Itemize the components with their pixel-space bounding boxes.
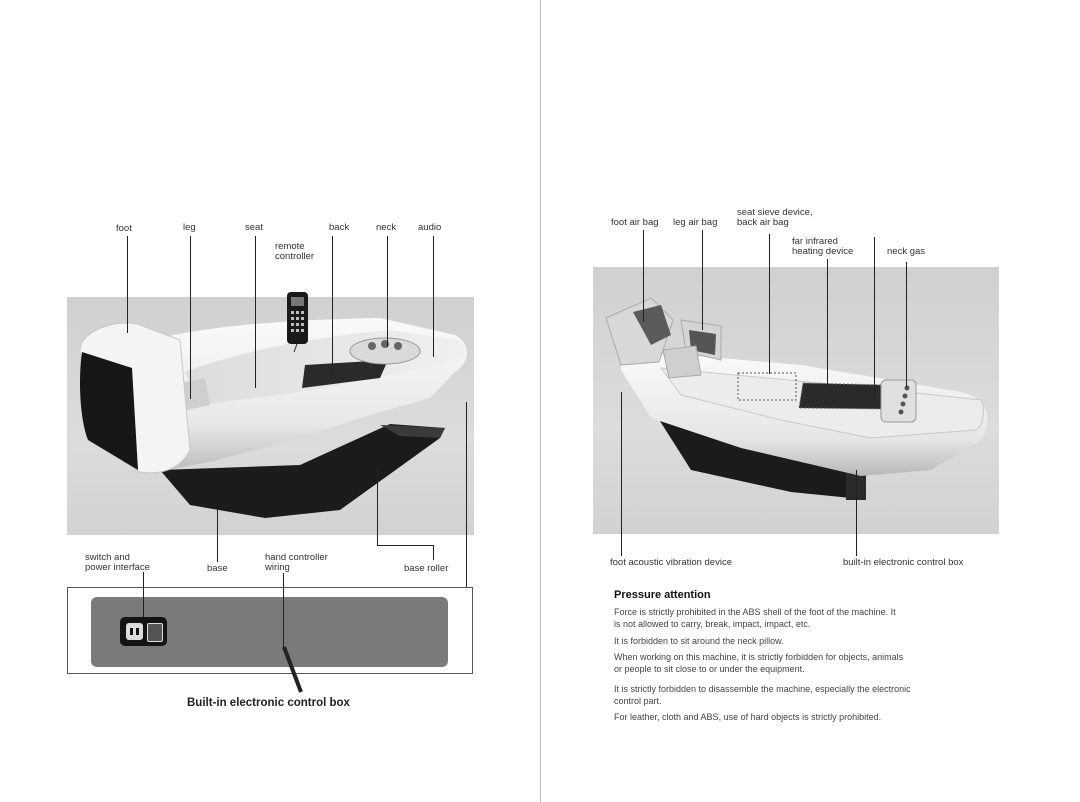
leader-control-box-right — [856, 470, 857, 556]
paragraph-2: It is forbidden to sit around the neck p… — [614, 636, 784, 646]
leader-foot-acoustic — [621, 392, 622, 556]
paragraph-1: Force is strictly prohibited in the ABS … — [614, 607, 896, 629]
leader-base-roller-a — [377, 466, 378, 545]
leader-neck — [387, 236, 388, 347]
label-foot-air-bag: foot air bag — [611, 217, 659, 228]
leader-foot-air-bag — [643, 230, 644, 322]
power-switch — [147, 623, 163, 642]
leader-foot — [127, 236, 128, 333]
label-base: base — [207, 563, 228, 574]
label-audio: audio — [418, 222, 442, 233]
label-leg: leg — [183, 222, 196, 233]
paragraph-3: When working on this machine, it is stri… — [614, 652, 904, 674]
leader-back-air-bag — [874, 237, 875, 400]
back-pad — [302, 360, 388, 388]
leader-wiring — [283, 573, 284, 649]
label-base-roller: base roller — [404, 563, 449, 574]
left-page: foot leg seat remote controller back nec… — [67, 222, 474, 709]
control-box-title: Built-in electronic control box — [187, 697, 350, 709]
right-page: foot air bag leg air bag seat sieve devi… — [541, 0, 1080, 802]
label-leg-air-bag: leg air bag — [673, 217, 718, 228]
neck-pillow — [349, 337, 421, 365]
label-switch-power: switch and power interface — [85, 552, 150, 573]
leader-neck-gas — [906, 262, 907, 387]
base-shape — [160, 424, 445, 518]
leader-base — [217, 508, 218, 562]
label-hand-controller-wiring: hand controller wiring — [265, 552, 328, 573]
massage-bed-illustration — [79, 292, 468, 518]
leader-leg-air-bag — [702, 230, 703, 330]
leader-audio — [433, 236, 434, 357]
neck-unit — [880, 379, 917, 423]
leader-control-box — [466, 402, 467, 588]
leader-back — [332, 236, 333, 376]
leader-far-infrared — [827, 259, 828, 386]
label-foot: foot — [116, 223, 132, 234]
section-title-pressure: Pressure attention — [614, 589, 711, 601]
label-far-infrared: far infrared heating device — [792, 236, 854, 257]
label-seat-sieve: seat sieve device, back air bag — [737, 207, 813, 228]
leader-seat — [255, 236, 256, 388]
label-seat: seat — [245, 222, 263, 233]
label-remote-controller: remote controller — [275, 241, 315, 262]
label-back: back — [329, 222, 350, 233]
label-neck-gas: neck gas — [887, 246, 926, 257]
leader-seat-sieve — [769, 234, 770, 374]
leader-switch — [143, 572, 144, 618]
massage-bed-illustration-right — [605, 297, 988, 500]
label-neck: neck — [376, 222, 397, 233]
label-control-box-right: built-in electronic control box — [843, 557, 964, 568]
power-socket — [120, 617, 167, 646]
infrared-pad — [798, 382, 887, 410]
foot-pad — [80, 352, 138, 470]
page-gutter — [540, 0, 541, 802]
leader-leg — [190, 236, 191, 399]
leader-base-roller-b — [377, 545, 434, 546]
paragraph-5: For leather, cloth and ABS, use of hard … — [614, 712, 882, 722]
paragraph-4: It is strictly forbidden to disassemble … — [614, 684, 911, 706]
label-foot-acoustic: foot acoustic vibration device — [610, 557, 732, 568]
leader-base-roller-c — [433, 545, 434, 560]
power-plug-icon — [126, 623, 143, 640]
control-box-frame — [67, 587, 473, 674]
wiring-cable — [282, 646, 303, 693]
